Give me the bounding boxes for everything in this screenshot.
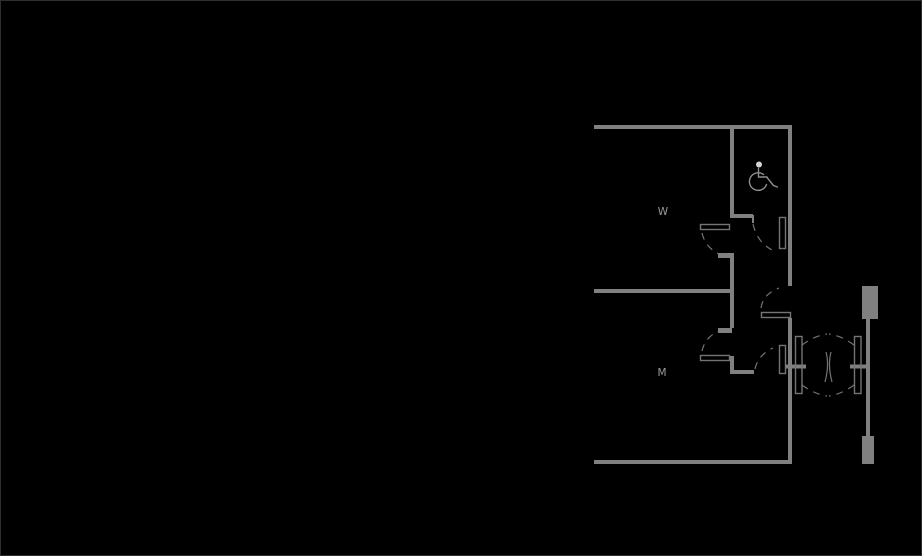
- door-swing-arc: [701, 330, 720, 352]
- door-leaf: [699, 223, 731, 231]
- wheelchair-body: [757, 167, 768, 178]
- door-swing-arc: [701, 232, 720, 255]
- mens-room-door: [699, 330, 731, 362]
- wheelchair-icon: [748, 161, 779, 191]
- door-leaf: [778, 344, 787, 375]
- corridor-door-upper: [760, 287, 792, 319]
- door-swing-arc-top: [801, 333, 828, 346]
- door-swing-arc: [752, 223, 773, 251]
- door-leaf: [760, 311, 792, 319]
- door-swing-arc-bottom: [801, 384, 828, 397]
- door-swing-arc: [760, 287, 780, 309]
- column-bottom: [862, 436, 874, 464]
- wheelchair-leg: [766, 176, 779, 188]
- womens-room-label: W: [658, 206, 669, 218]
- wheelchair-wheel: [748, 172, 768, 191]
- door-swing-arc-bottom: [828, 384, 855, 397]
- door-leaf: [699, 354, 731, 362]
- door-leaf: [853, 335, 862, 395]
- swing-cross-line: [824, 351, 829, 383]
- wheelchair-head: [756, 161, 762, 168]
- womens-room-door: [699, 223, 731, 255]
- entry-columns: [862, 286, 878, 464]
- column-top: [862, 286, 878, 319]
- vestibule-door-left: [794, 333, 828, 397]
- mens-room-label: M: [657, 367, 666, 379]
- accessible-stall-door: [752, 216, 787, 251]
- door-swing-arc: [754, 347, 774, 370]
- corridor-door-lower: [754, 344, 787, 375]
- interior-walls: [594, 125, 867, 374]
- vestibule-door-right: [828, 333, 862, 397]
- door-leaf: [778, 216, 787, 250]
- swing-cross-line: [828, 351, 833, 383]
- door-leaf: [794, 335, 803, 395]
- vestibule-swing-crossing: [824, 351, 833, 383]
- door-swing-arc-top: [828, 333, 855, 346]
